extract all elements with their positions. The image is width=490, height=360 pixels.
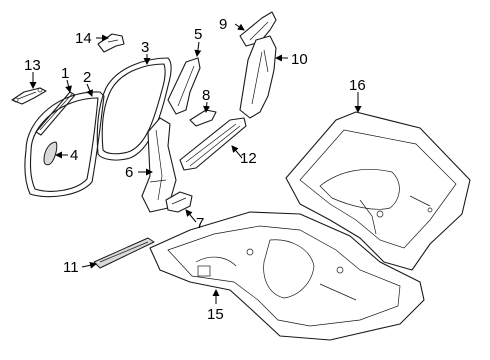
callout-13: 13	[24, 57, 41, 74]
part-10-c-pillar-trim	[239, 35, 277, 119]
part-6-b-pillar-lower	[141, 117, 177, 213]
part-9-c-pillar-upper	[239, 11, 277, 47]
callout-12: 12	[240, 150, 257, 167]
leader-lines	[29, 23, 362, 304]
part-1-pillar-strip	[35, 91, 76, 136]
part-7-bracket	[165, 191, 193, 213]
part-15-front-carpet	[149, 211, 425, 341]
callout-10: 10	[291, 51, 308, 68]
callout-labels: 13 1 2 4 14 3 5 9 10 8 12 6 7 16 11 15	[24, 16, 366, 323]
callout-6: 6	[125, 164, 133, 181]
callout-2: 2	[83, 69, 91, 86]
callout-7: 7	[196, 215, 204, 232]
part-8-trim-piece	[189, 109, 217, 127]
callout-3: 3	[141, 39, 149, 56]
callout-1: 1	[61, 65, 69, 82]
part-2-weatherstrip	[24, 91, 105, 198]
callout-8: 8	[202, 87, 210, 104]
part-12-scuff-plate	[179, 117, 247, 171]
callout-14: 14	[75, 30, 92, 47]
part-11-sill-strip	[93, 237, 155, 269]
callout-5: 5	[194, 26, 202, 43]
leader-2	[86, 83, 93, 97]
part-13-bracket	[11, 87, 47, 105]
leader-11	[81, 261, 97, 269]
part-16-rear-carpet	[285, 111, 471, 271]
part-4-handle	[43, 141, 58, 166]
part-14-clip	[97, 33, 125, 53]
leader-5	[194, 41, 202, 57]
callout-16: 16	[349, 77, 366, 94]
leader-7	[185, 209, 197, 223]
leader-1	[65, 79, 72, 93]
leader-8	[203, 101, 211, 113]
callout-15: 15	[207, 306, 224, 323]
callout-9: 9	[219, 16, 227, 33]
part-5-b-pillar-upper	[167, 57, 201, 115]
callout-11: 11	[63, 259, 79, 276]
callout-4: 4	[70, 147, 78, 164]
leader-9	[234, 23, 245, 31]
leader-12	[231, 145, 243, 159]
